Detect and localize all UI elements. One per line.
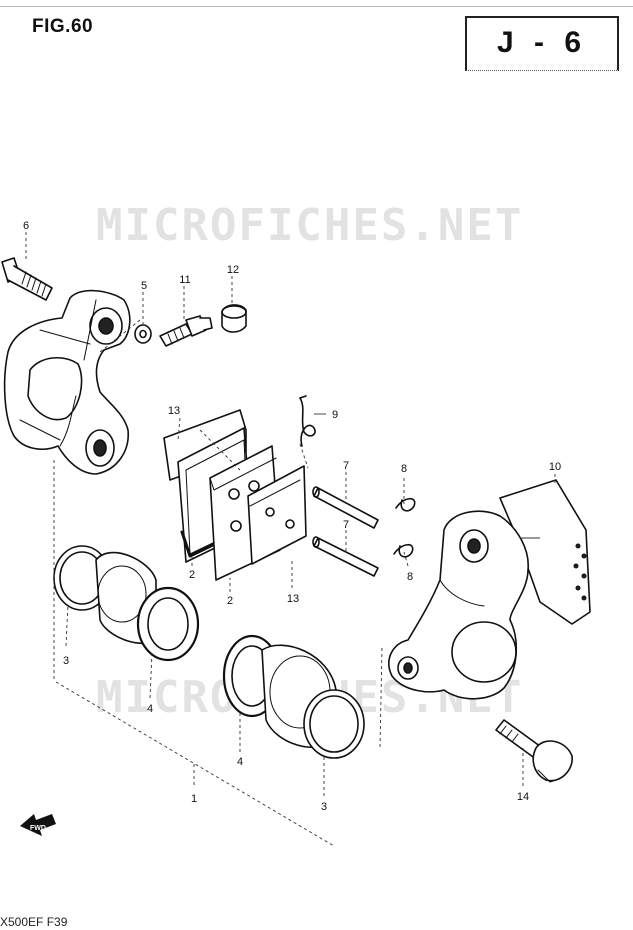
part-14-bolt — [495, 719, 573, 783]
callout-8-bottom: 8 — [407, 571, 413, 583]
callout-13-bottom: 13 — [287, 593, 299, 605]
callout-1: 1 — [191, 793, 197, 805]
callout-5: 5 — [141, 280, 147, 292]
page-reference: X500EF F39 — [0, 915, 68, 929]
callout-12: 12 — [227, 264, 239, 276]
fwd-arrow-icon — [20, 814, 56, 836]
callout-14: 14 — [517, 791, 529, 803]
part-3-piston-seal-right — [303, 689, 365, 759]
left-caliper-body — [3, 289, 131, 475]
callout-4-left: 4 — [147, 703, 153, 715]
callout-13-top: 13 — [168, 405, 180, 417]
callout-2-left: 2 — [189, 569, 195, 581]
part-8-clips — [393, 497, 416, 558]
callout-2-right: 2 — [227, 595, 233, 607]
part-4-dust-seal-left — [136, 586, 200, 662]
callout-6: 6 — [23, 220, 29, 232]
callout-7-bottom: 7 — [343, 519, 349, 531]
part-7-pad-pins — [312, 486, 379, 577]
section-code: J - 6 — [496, 26, 588, 59]
callout-8-top: 8 — [401, 463, 407, 475]
top-border-line — [0, 6, 633, 7]
part-13-shim-front — [247, 465, 307, 565]
fwd-label: FWD — [30, 825, 46, 832]
callout-9: 9 — [332, 409, 338, 421]
right-caliper-body — [388, 510, 529, 700]
callout-3-left: 3 — [63, 655, 69, 667]
watermark-top: MICROFICHES.NET — [96, 200, 524, 251]
figure-label: FIG.60 — [32, 16, 94, 37]
part-11-bleeder-valve — [159, 315, 213, 347]
callout-4-right: 4 — [237, 756, 243, 768]
part-6-bolt — [1, 257, 53, 301]
part-12-cap — [221, 304, 247, 333]
part-9-spring-clip — [299, 395, 316, 447]
section-code-box: J - 6 — [465, 16, 619, 71]
callout-10: 10 — [549, 461, 561, 473]
callout-3-right: 3 — [321, 801, 327, 813]
callout-7-top: 7 — [343, 460, 349, 472]
part-5-washer — [134, 324, 152, 344]
callout-11: 11 — [179, 274, 190, 286]
